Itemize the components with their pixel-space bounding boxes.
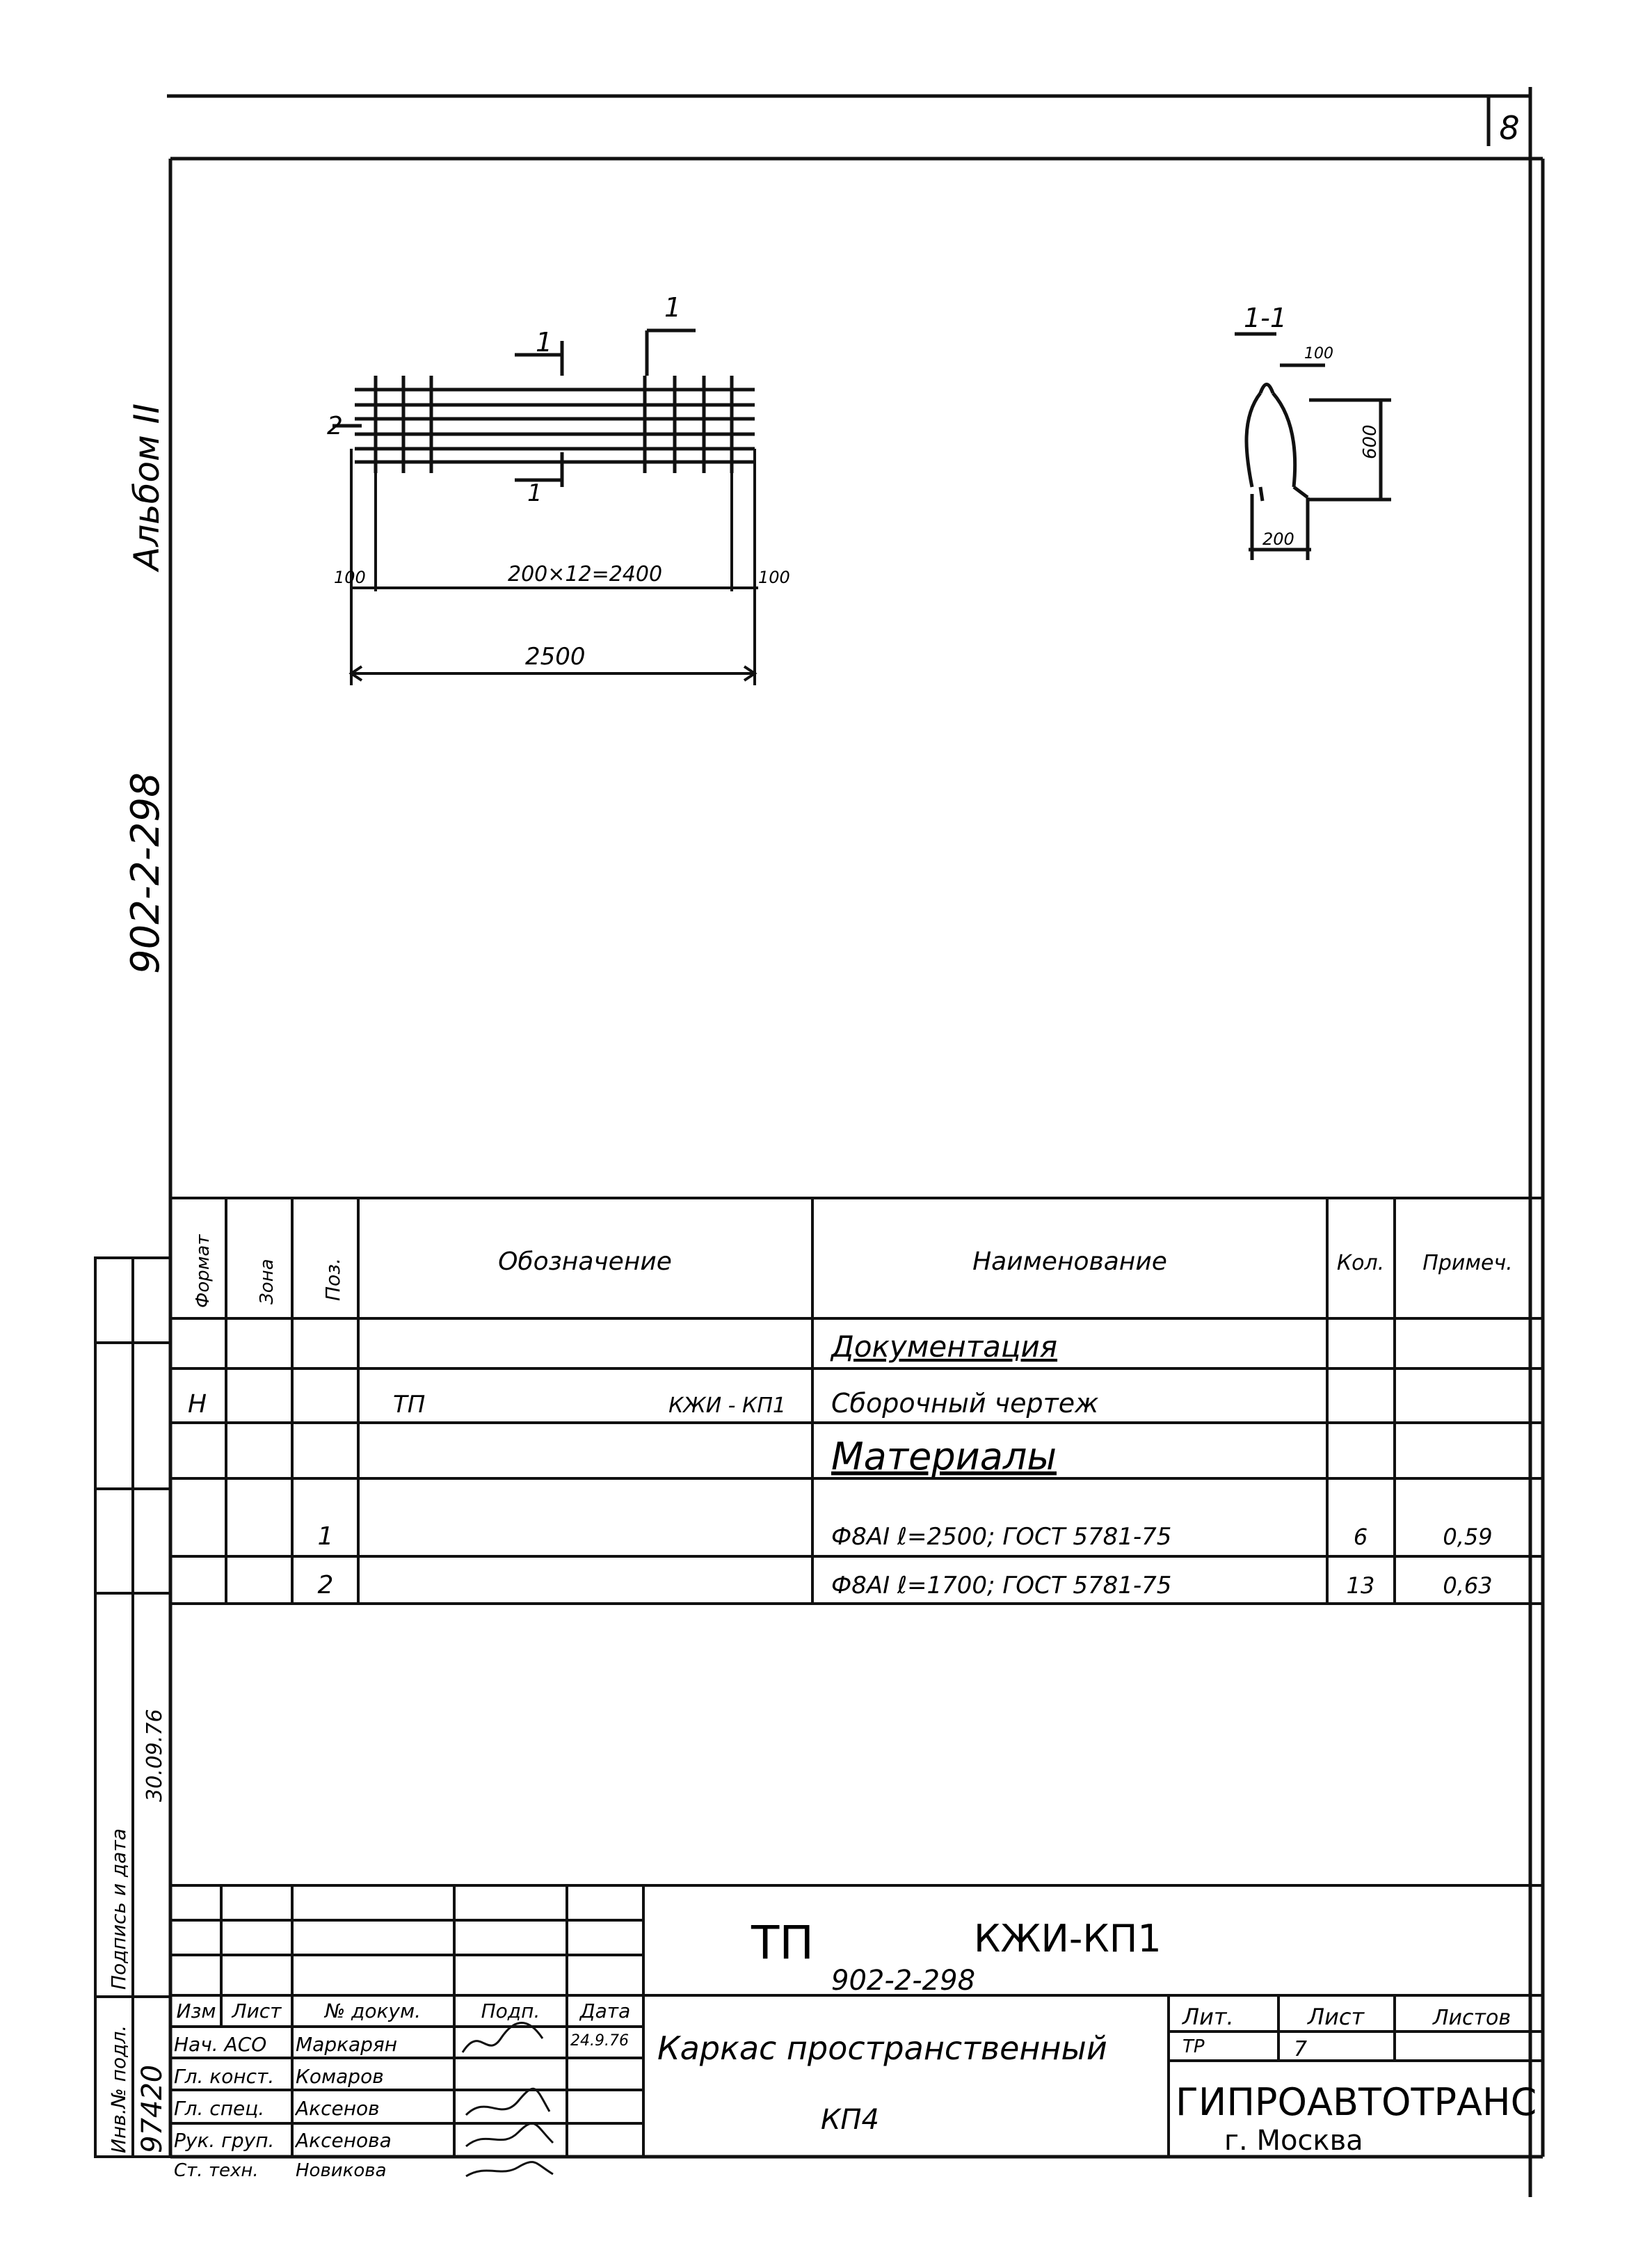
sheet-number: 8 <box>1499 109 1519 147</box>
role-3: Гл. спец. <box>174 2097 264 2120</box>
role-2: Гл. конст. <box>174 2065 274 2088</box>
section-view-label: 1-1 <box>1244 303 1287 333</box>
name-4: Аксенова <box>294 2129 392 2152</box>
position-label: 2 <box>327 412 343 440</box>
org-name: ГИПРОАВТОТРАНС <box>1176 2080 1537 2124</box>
signature-3 <box>465 2087 551 2116</box>
role-5: Ст. техн. <box>174 2160 259 2181</box>
sheet-label: Лист <box>1307 2004 1365 2030</box>
project-code-side: 902-2-298 <box>123 772 168 974</box>
row1-qty: 6 <box>1354 1524 1368 1550</box>
sheet-value: 7 <box>1294 2037 1307 2061</box>
signature-4 <box>465 2122 554 2148</box>
row1-pos: 1 <box>318 1522 334 1551</box>
inv-value: 97420 <box>136 2065 168 2153</box>
side-stamp-frame <box>94 1256 172 2158</box>
row2-pos: 2 <box>318 1571 334 1599</box>
spec-table-lines <box>170 1197 1543 1605</box>
header-qty: Кол. <box>1337 1251 1384 1275</box>
doc-row-format: Н <box>188 1390 207 1419</box>
header-designation: Обозначение <box>498 1247 672 1276</box>
lit-label: Лит. <box>1182 2004 1234 2030</box>
role-4: Рук. груп. <box>174 2129 274 2152</box>
header-name: Наименование <box>972 1247 1167 1276</box>
code-sub: 902-2-298 <box>831 1965 975 1997</box>
signature-5 <box>465 2161 554 2178</box>
row2-qty: 13 <box>1347 1572 1375 1599</box>
lit-value: ТР <box>1182 2036 1205 2057</box>
col-doc: № докум. <box>323 1999 421 2022</box>
row1-name: Ф8АI ℓ=2500; ГОСТ 5781-75 <box>831 1523 1171 1551</box>
name-3: Аксенов <box>294 2097 380 2120</box>
header-note: Примеч. <box>1422 1251 1512 1275</box>
album-label: Альбом II <box>127 404 167 573</box>
cage-elevation <box>332 328 755 487</box>
section-dim-top: 100 <box>1304 345 1333 362</box>
name-1: Маркарян <box>296 2033 397 2056</box>
dim-mid: 200×12=2400 <box>508 562 662 586</box>
col-date: Дата <box>579 1999 631 2022</box>
header-format: Формат <box>193 1234 214 1308</box>
row2-note: 0,63 <box>1443 1572 1492 1599</box>
signature-1 <box>461 2022 544 2053</box>
name-5: Новикова <box>296 2160 387 2181</box>
section-materials: Материалы <box>831 1435 1057 1478</box>
section-dim-side: 600 <box>1360 424 1381 459</box>
section-mark-right: 1 <box>664 292 681 323</box>
role-1: Нач. АСО <box>174 2033 266 2056</box>
title-block-lines <box>170 1884 1543 2157</box>
stirrup-profile <box>1244 383 1297 488</box>
dim-end-left: 100 <box>334 568 366 587</box>
section-mark-left: 1 <box>536 327 552 358</box>
section-dim-bottom: 200 <box>1262 529 1294 549</box>
header-pos: Поз. <box>321 1258 344 1301</box>
dim-end-right: 100 <box>758 568 790 587</box>
item-mark: КП4 <box>821 2104 879 2136</box>
code-suffix: КЖИ-КП1 <box>974 1917 1162 1961</box>
header-zone: Зона <box>257 1259 278 1304</box>
dim-total: 2500 <box>525 643 586 671</box>
doc-row-designation-right: КЖИ - КП1 <box>668 1394 786 1418</box>
col-sign: Подп. <box>481 1999 540 2022</box>
doc-row-designation-left: ТП <box>393 1391 425 1419</box>
item-name: Каркас пространственный <box>657 2029 1107 2067</box>
name-2: Комаров <box>296 2065 384 2088</box>
sheets-label: Листов <box>1432 2006 1511 2030</box>
section-1-1 <box>1235 332 1391 560</box>
org-city: г. Москва <box>1224 2125 1363 2157</box>
col-izm: Изм <box>177 1999 216 2022</box>
sign-value: 30.09.76 <box>143 1709 167 1802</box>
row1-note: 0,59 <box>1443 1524 1492 1550</box>
inv-label: Инв.№ подл. <box>107 2025 130 2153</box>
section-mark-bottom: 1 <box>527 479 543 507</box>
dimension-lines <box>348 449 758 685</box>
section-documentation: Документация <box>830 1330 1057 1364</box>
doc-row-name: Сборочный чертеж <box>831 1388 1098 1419</box>
date-1: 24.9.76 <box>570 2032 629 2050</box>
sign-label: Подпись и дата <box>107 1828 130 1990</box>
col-list: Лист <box>232 1999 282 2022</box>
code-prefix: ТП <box>751 1916 814 1970</box>
row2-name: Ф8АI ℓ=1700; ГОСТ 5781-75 <box>831 1572 1171 1599</box>
signatures <box>461 2022 554 2178</box>
